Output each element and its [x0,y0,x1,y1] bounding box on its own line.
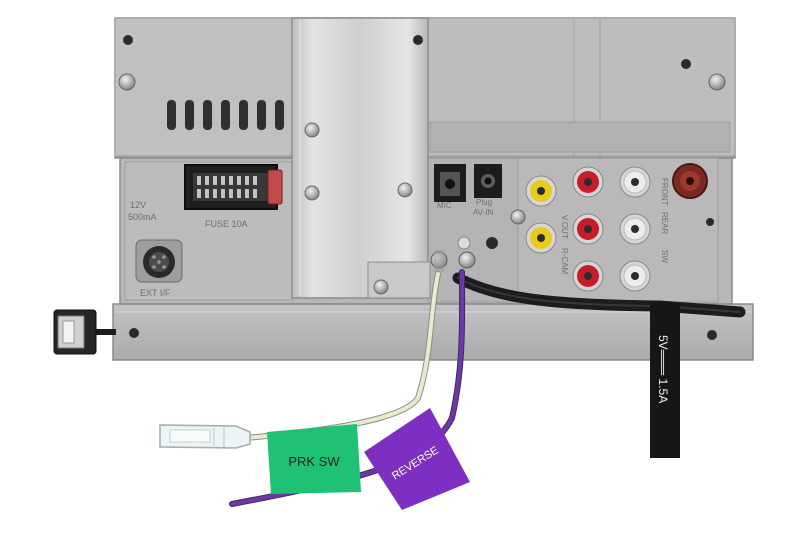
av-in-label: AV-IN [473,208,494,217]
prk-sw-tag: PRK SW [267,424,361,494]
rca-sub-right [572,260,604,292]
main-harness-connector [184,164,283,210]
front-out-label: FRONT [660,178,669,206]
rca-rear-camera [525,222,557,254]
rear-camera-label: R-CAM [560,248,569,275]
ext-interface-label: EXT I/F [140,288,171,298]
rca-rear-left [619,213,651,245]
usb-rating-tag: 5V═══ 1.5A [650,302,680,458]
power-label: 12V [130,200,146,210]
video-out-label: V.OUT [560,215,569,239]
rca-sub-left [619,260,651,292]
ext-interface-port [135,239,183,283]
current-label: 500mA [128,212,157,222]
antenna-jack [672,163,708,199]
rear-out-label: REAR [660,212,669,234]
plug-label: Plug [476,198,492,207]
usb-cable [452,272,746,318]
subwoofer-out-label: SW [660,250,669,263]
spade-connector [159,424,251,449]
mic-jack [434,164,466,202]
usb-rating-label: 5V═══ 1.5A [656,335,670,403]
rca-jacks [525,166,651,292]
mic-label: MIC [437,201,452,210]
reverse-tag: REVERSE [364,408,470,510]
av-in-jack [474,164,502,198]
chassis-screws [118,35,726,340]
panel-labels: 12V 500mA FUSE 10A EXT I/F MIC Plug AV-I… [128,178,669,298]
usb-plug [53,309,116,355]
rca-video-out [525,175,557,207]
vent-slots [167,100,284,130]
rca-front-left [619,166,651,198]
ground-terminals [430,236,498,272]
prk-sw-label: PRK SW [288,454,340,469]
rca-rear-right [572,213,604,245]
heat-sink [291,17,431,299]
fuse-label: FUSE 10A [205,219,248,229]
rca-front-right [572,166,604,198]
